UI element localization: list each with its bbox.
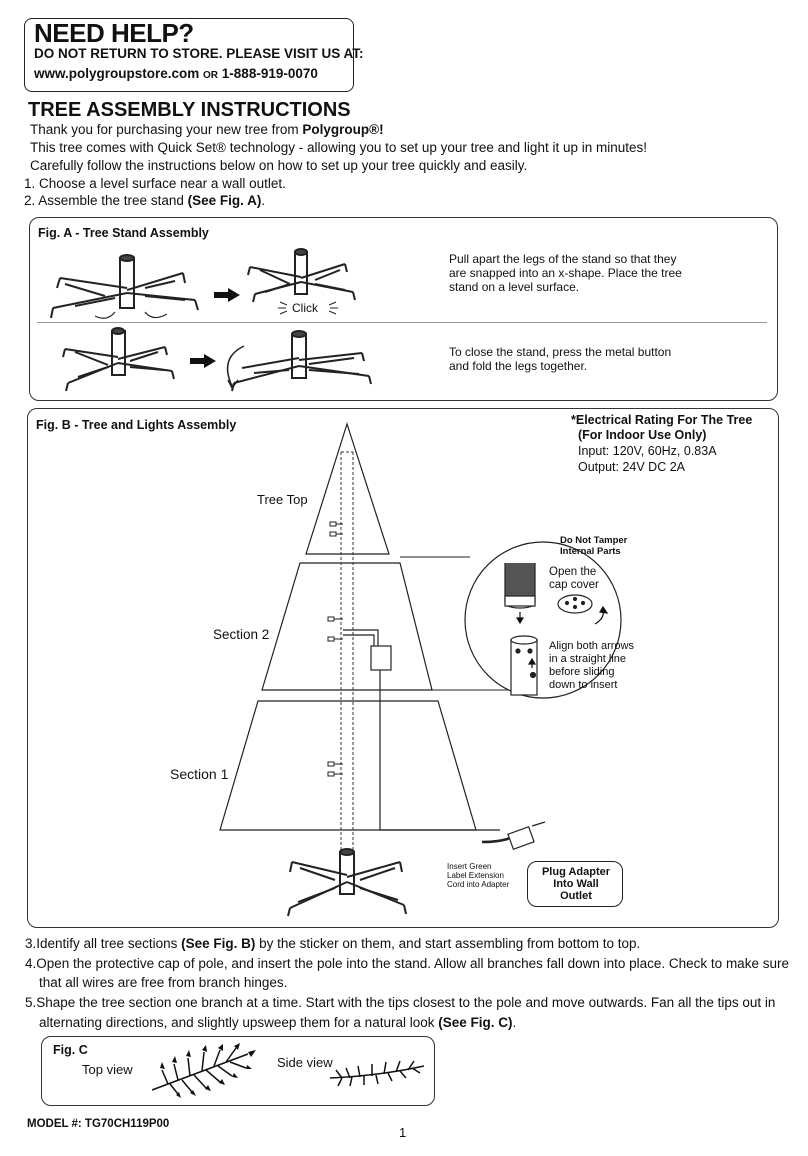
align-arrows-label: Align both arrows in a straight line bef… (549, 640, 634, 692)
step-num: 3. (25, 936, 37, 951)
fig-b-label: Fig. B - Tree and Lights Assembly (36, 418, 237, 432)
stand-press-illustration (62, 327, 175, 392)
brand-name: Polygroup®! (302, 122, 384, 137)
step-text: . (512, 1015, 517, 1030)
support-phone[interactable]: 1-888-919-0070 (221, 66, 318, 81)
or-text: OR (203, 70, 219, 81)
step-text: alternating directions, and slightly ups… (39, 1015, 439, 1030)
step-2-ref: (See Fig. A) (187, 193, 262, 208)
note-line: Pull apart the legs of the stand so that… (449, 252, 677, 266)
plug-adapter-box (527, 861, 623, 907)
step-2-tail: . (261, 193, 266, 208)
step-2-text: 2. Assemble the tree stand (24, 193, 188, 208)
open-cap-line: Open the (549, 566, 597, 578)
plug-adapter-label: Plug Adapter Into Wall Outlet (527, 866, 625, 902)
rating-title-line: *Electrical Rating For The Tree (571, 413, 753, 427)
arrow-right-icon (214, 288, 240, 302)
page-title: TREE ASSEMBLY INSTRUCTIONS (28, 99, 351, 121)
fig-a-label: Fig. A - Tree Stand Assembly (38, 226, 209, 240)
fig-c-box (41, 1036, 435, 1106)
arrow-right-icon (190, 354, 216, 368)
top-view-label: Top view (82, 1062, 133, 1077)
fig-b-box (27, 408, 779, 928)
fig-a-box (29, 217, 778, 401)
support-url[interactable]: www.polygroupstore.com (34, 66, 200, 81)
note-line: To close the stand, press the metal butt… (449, 345, 672, 359)
section-1-label: Section 1 (170, 766, 229, 782)
align-line: Align both arrows (549, 640, 634, 652)
intro-text: Thank you for purchasing your new tree f… (30, 122, 303, 137)
fig-c-label: Fig. C (53, 1043, 88, 1057)
side-view-label: Side view (277, 1055, 333, 1070)
intro-line-3: Carefully follow the instructions below … (30, 158, 528, 173)
intro-line-2: This tree comes with Quick Set® technolo… (30, 140, 647, 155)
help-box (24, 18, 354, 92)
fig-a-note-close: To close the stand, press the metal butt… (449, 345, 671, 373)
click-label: Click (292, 301, 318, 315)
align-line: before sliding (549, 666, 615, 678)
step-ref: (See Fig. B) (181, 936, 256, 951)
stand-open-illustration (50, 254, 199, 319)
step-4-cont: that all wires are free from branch hing… (39, 975, 288, 990)
rating-input: Input: 120V, 60Hz, 0.83A (578, 444, 717, 458)
section-2-label: Section 2 (213, 627, 270, 642)
stand-snapped-illustration (247, 248, 356, 303)
note-line: and fold the legs together. (449, 359, 588, 373)
tamper-line: Do Not Tamper (560, 535, 628, 546)
step-text: Shape the tree section one branch at a t… (36, 995, 776, 1010)
align-line: in a straight line (549, 653, 627, 665)
tree-top-label: Tree Top (257, 492, 308, 507)
do-not-tamper-label: Do Not Tamper Internal Parts (560, 535, 627, 557)
fig-a-note-open: Pull apart the legs of the stand so that… (449, 252, 682, 294)
rating-title-line: (For Indoor Use Only) (578, 428, 707, 442)
model-number: MODEL #: TG70CH119P00 (27, 1118, 170, 1130)
fig-a-divider (37, 322, 767, 323)
insert-line: Insert Green (447, 862, 492, 871)
step-num: 5. (25, 995, 37, 1010)
step-4: 4.Open the protective cap of pole, and i… (25, 954, 789, 974)
insert-line: Label Extension (447, 871, 504, 880)
open-cap-label: Open the cap cover (549, 566, 599, 592)
step-text: by the sticker on them, and start assemb… (255, 936, 641, 951)
help-notice: DO NOT RETURN TO STORE. PLEASE VISIT US … (34, 46, 364, 61)
intro-line-1: Thank you for purchasing your new tree f… (30, 122, 384, 137)
open-cap-line: cap cover (549, 579, 599, 591)
align-line: down to insert (549, 679, 618, 691)
help-title: NEED HELP? (34, 18, 194, 48)
plug-line: Into Wall (553, 878, 599, 890)
step-num: 4. (25, 956, 37, 971)
rating-output: Output: 24V DC 2A (578, 460, 686, 474)
step-ref: (See Fig. C) (438, 1015, 513, 1030)
step-text: Open the protective cap of pole, and ins… (36, 956, 789, 971)
step-text: Identify all tree sections (36, 936, 182, 951)
step-5: 5.Shape the tree section one branch at a… (25, 993, 775, 1013)
step-5-cont: alternating directions, and slightly ups… (39, 1013, 516, 1033)
insert-line: Cord into Adapter (447, 880, 510, 889)
page-number: 1 (399, 1125, 407, 1140)
help-contact: www.polygroupstore.com OR 1-888-919-0070 (34, 66, 318, 81)
plug-line: Plug Adapter (541, 866, 611, 878)
step-3: 3.Identify all tree sections (See Fig. B… (25, 934, 640, 954)
electrical-rating-values: Input: 120V, 60Hz, 0.83A Output: 24V DC … (578, 443, 717, 475)
branch-side-view-illustration (329, 1060, 425, 1087)
electrical-rating-title: *Electrical Rating For The Tree (For Ind… (571, 413, 752, 443)
note-line: are snapped into an x-shape. Place the t… (449, 266, 682, 280)
plug-line: Outlet (560, 890, 592, 902)
stand-fold-illustration (226, 330, 372, 392)
tamper-line: Internal Parts (560, 546, 621, 557)
click-burst-icon (278, 301, 338, 315)
step-2: 2. Assemble the tree stand (See Fig. A). (24, 191, 265, 211)
branch-top-view-illustration (151, 1043, 256, 1098)
note-line: stand on a level surface. (449, 280, 580, 294)
step-1: 1. Choose a level surface near a wall ou… (24, 176, 286, 191)
insert-green-label: Insert Green Label Extension Cord into A… (447, 862, 509, 889)
